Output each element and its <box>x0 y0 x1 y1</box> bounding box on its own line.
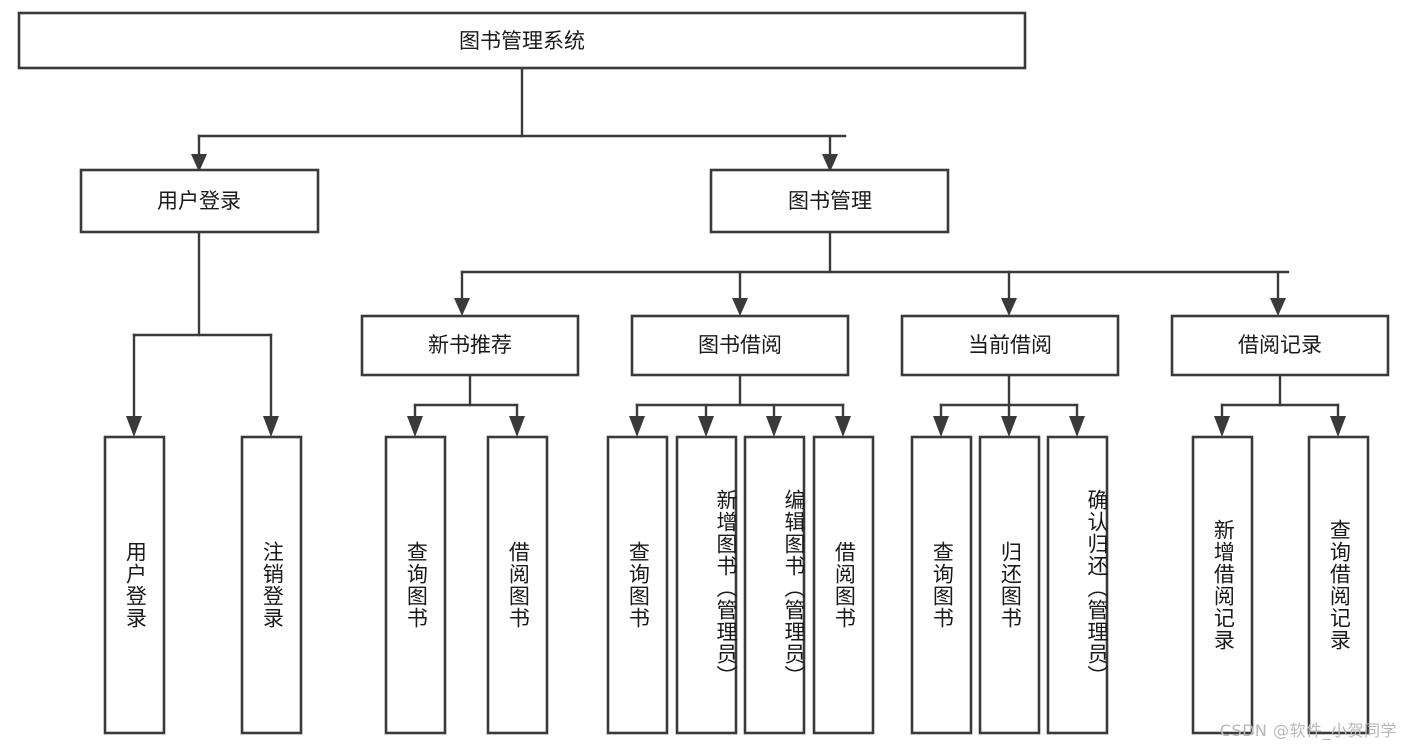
arrowhead-bb-leaf3 <box>766 416 782 437</box>
node-layer: 图书管理系统 用户登录 图书管理 新书推荐 图书借阅 当前借阅 借阅记录 <box>17 11 1390 735</box>
node-book-management-label: 图书管理 <box>788 189 872 213</box>
node-borrow-record[interactable] <box>1170 314 1390 377</box>
node-leaf-query-book-nb[interactable] <box>384 435 447 735</box>
node-current-borrow-label: 当前借阅 <box>968 333 1052 357</box>
node-leaf-add-borrow-record[interactable] <box>1191 435 1254 735</box>
node-new-book-recommend[interactable] <box>360 314 580 377</box>
arrowhead-book-manage <box>822 154 838 172</box>
arrowhead-current-borrow <box>1001 298 1017 316</box>
node-leaf-borrow-book-nb[interactable] <box>486 435 549 735</box>
node-new-book-recommend-label: 新书推荐 <box>428 333 512 357</box>
arrowhead-bb-leaf2 <box>698 416 714 437</box>
arrowhead-br-leaf1 <box>1214 416 1230 437</box>
node-current-borrow[interactable] <box>900 314 1120 377</box>
arrowhead-leaf-user-login <box>126 416 142 437</box>
arrowhead-br-leaf2 <box>1330 416 1346 437</box>
arrowhead-cb-leaf2 <box>1001 416 1017 437</box>
arrowhead-book-borrow <box>732 298 748 316</box>
node-root-library-system[interactable] <box>17 11 1027 70</box>
arrowhead-nb-leaf1 <box>407 416 423 437</box>
arrowhead-bb-leaf1 <box>629 416 645 437</box>
node-book-borrow[interactable] <box>630 314 850 377</box>
arrowhead-nb-leaf2 <box>509 416 525 437</box>
node-user-login[interactable] <box>79 168 320 234</box>
node-book-borrow-label: 图书借阅 <box>698 333 782 357</box>
watermark: CSDN @软件_小贺同学 <box>1219 721 1397 740</box>
arrowhead-borrow-record <box>1270 298 1286 316</box>
node-leaf-add-book-admin[interactable] <box>675 435 738 735</box>
arrowhead-bb-leaf4 <box>835 416 851 437</box>
node-leaf-user-login[interactable] <box>103 435 166 735</box>
node-borrow-record-label: 借阅记录 <box>1238 333 1322 357</box>
node-leaf-logout[interactable] <box>240 435 303 735</box>
node-leaf-query-book-bb[interactable] <box>606 435 669 735</box>
arrowhead-new-book <box>454 298 470 316</box>
node-leaf-query-book-cb[interactable] <box>910 435 973 735</box>
arrowhead-cb-leaf3 <box>1069 416 1085 437</box>
arrowhead-leaf-logout <box>263 416 279 437</box>
node-book-management[interactable] <box>709 168 950 234</box>
connector-layer <box>126 66 1346 437</box>
node-leaf-edit-book-admin[interactable] <box>743 435 806 735</box>
node-leaf-return-book[interactable] <box>978 435 1041 735</box>
node-leaf-confirm-return-admin[interactable] <box>1046 435 1109 735</box>
node-root-library-system-label: 图书管理系统 <box>459 29 585 53</box>
node-leaf-query-borrow-record[interactable] <box>1307 435 1370 735</box>
node-user-login-label: 用户登录 <box>157 189 241 213</box>
arrowhead-cb-leaf1 <box>933 416 949 437</box>
arrowhead-user-login <box>191 154 207 172</box>
node-leaf-borrow-book-bb[interactable] <box>812 435 875 735</box>
